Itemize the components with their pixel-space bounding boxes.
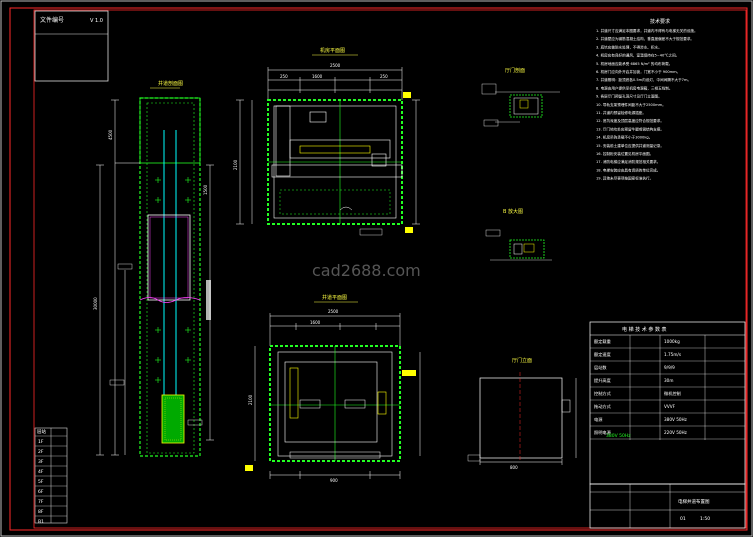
dim-mr-left: 250	[280, 74, 288, 79]
dim-hp-depth: 2100	[248, 394, 253, 405]
dim-mr-inner: 1600	[312, 74, 323, 79]
floor-label: B1	[38, 519, 44, 525]
spec-table: 电 梯 技 术 参 数 表 额定载重 1000kg 额定速度 1.75m/s 层站数 9/…	[589, 321, 746, 485]
view-title-elevation: 厅门立面	[512, 357, 532, 364]
note-line: 7. 井道照明：距顶底各0.5m内设灯，中间间隔不大于7m。	[596, 77, 691, 82]
spec-value: 220V 50Hz	[664, 430, 688, 435]
detail-b-view: B 放大图	[485, 208, 552, 261]
dim-travel: 30000	[93, 297, 98, 310]
spec-value: 9/9/9	[664, 365, 675, 370]
inner-frame	[9, 7, 748, 531]
dim-pit: 1500	[203, 184, 208, 195]
notes-title: 技术要求	[650, 18, 670, 25]
note-line: 3. 底坑应做防水处理，不得渗水、积水。	[596, 44, 662, 49]
watermark: cad2688.com	[312, 261, 421, 280]
view-title-door-section: 厅门剖面	[505, 67, 525, 74]
floor-label: 4F	[38, 469, 44, 475]
dim-mr-right: 250	[380, 74, 388, 79]
titleblock-title: 文件编号	[40, 16, 64, 24]
view-title-machine-room: 机房平面图	[320, 47, 345, 54]
drawing-name: 电梯井道布置图	[678, 498, 710, 505]
note-line: 19. 其他未尽事项按国家标准执行。	[596, 176, 653, 181]
floor-label: 7F	[38, 499, 44, 505]
bottom-titleblock: 电梯井道布置图 01 1:50	[589, 483, 746, 529]
spec-value: 微机控制	[664, 390, 681, 397]
spec-value: 30m	[664, 378, 673, 383]
spec-key: 拖动方式	[594, 403, 612, 410]
note-line: 9. 各层厅门预留孔洞尺寸见厅门立面图。	[596, 94, 662, 99]
door-section-view: 厅门剖面	[481, 67, 560, 127]
floor-label: 6F	[38, 489, 44, 495]
note-line: 11. 井道内预留检修电源插座。	[596, 110, 646, 115]
spec-key: 提升高度	[594, 377, 612, 384]
dim-hp-inner: 1600	[310, 320, 321, 325]
hoistway-section-view: 井道剖面图	[93, 80, 214, 457]
floor-label: 3F	[38, 459, 44, 465]
note-line: 6. 机房门应向外开启并加锁，门宽不小于 900mm。	[596, 69, 680, 74]
titleblock-code: V 1.0	[90, 18, 103, 24]
dim-overhead: 4500	[108, 129, 113, 140]
view-title-detail-b: B 放大图	[503, 208, 523, 215]
spec-value: VVVF	[664, 404, 676, 409]
spec-title: 电 梯 技 术 参 数 表	[622, 326, 667, 333]
scale: 1:50	[700, 516, 710, 522]
drawing-border	[33, 9, 747, 529]
floor-label: 2F	[38, 449, 44, 455]
dim-elev-door: 800	[510, 465, 518, 470]
titleblock-top-left: 文件编号 V 1.0	[34, 10, 109, 82]
note-line: 18. 电梯安装应由具有资质的单位完成。	[596, 167, 660, 172]
floor-label: 5F	[38, 479, 44, 485]
dim-mr-depth: 2100	[233, 159, 238, 170]
hoistway-plan-view: 井道平面图 2500 1600 900 2100	[245, 294, 421, 483]
floor-label: 1F	[38, 439, 44, 445]
note-line: 14. 机房吊钩承载不小于3000kg。	[596, 135, 652, 140]
floor-table: 层站 1F 2F 3F 4F 5F 6F 7F 8F B1	[34, 427, 68, 525]
dim-mr-overall: 2500	[330, 63, 341, 68]
note-line: 10. 导轨支架预埋件间距不大于2500mm。	[596, 102, 666, 107]
sheet-number: 01	[680, 516, 686, 522]
note-line: 17. 消防电梯应满足消防规范相关要求。	[596, 159, 660, 164]
dim-hp-overall: 2500	[328, 309, 339, 314]
spec-key: 照明电源	[594, 429, 612, 436]
spec-key: 额定载重	[594, 338, 611, 345]
spec-key: 控制方式	[594, 390, 612, 397]
note-line: 4. 机房应有良好的通风，室温保持在5~40℃之间。	[596, 53, 679, 58]
note-line: 12. 底坑深度及顶层高度应符合规范要求。	[596, 118, 664, 123]
spec-value: 380V 50Hz	[664, 417, 688, 422]
note-line: 2. 井道壁应为钢筋混凝土结构，垂直度偏差不大于规范要求。	[596, 36, 694, 41]
floor-label: 8F	[38, 509, 44, 515]
note-line: 1. 井道尺寸应满足本图要求，井道内不得有与电梯无关的设施。	[596, 28, 698, 33]
note-line: 15. 安装前土建单位应提供井道测量记录。	[596, 143, 664, 148]
machine-room-plan-view: 机房平面图 2500 250 1600 250	[233, 47, 420, 236]
notes-block: 技术要求 1. 井道尺寸应满足本图要求，井道内不得有与电梯无关的设施。 2. 井道…	[596, 18, 698, 181]
spec-key: 额定速度	[594, 351, 612, 358]
note-line: 13. 厅门地坎处应预留牛腿或钢结构支撑。	[596, 126, 664, 131]
note-line: 8. 电源由用户提供至机房电源箱，三相五线制。	[596, 85, 672, 90]
spec-value: 1000kg	[664, 339, 680, 344]
floor-table-header: 层站	[37, 428, 46, 435]
spec-highlight: 380V 50Hz	[606, 433, 631, 439]
spec-key: 电源	[594, 416, 603, 423]
view-title-hoistway-section: 井道剖面图	[158, 80, 183, 87]
spec-value: 1.75m/s	[664, 352, 681, 357]
elevation-view: 厅门立面 800	[467, 357, 577, 470]
note-line: 16. 控制柜安装位置见机房平面图。	[596, 151, 653, 156]
spec-key: 层站数	[594, 364, 607, 371]
note-line: 5. 机房地面应能承受 6865 N/m² 的均布荷载。	[596, 61, 672, 66]
dim-hp-door: 900	[330, 478, 338, 483]
view-title-hoistway-plan: 井道平面图	[322, 294, 347, 301]
